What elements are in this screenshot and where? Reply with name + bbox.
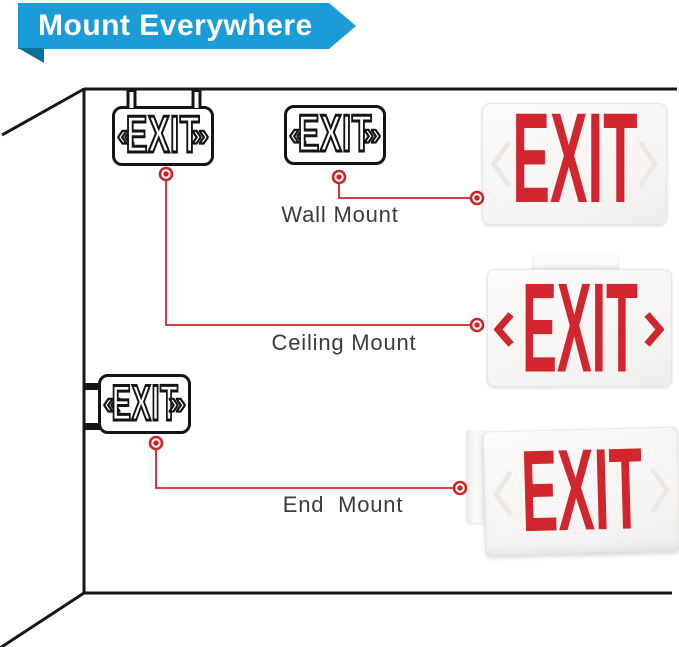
- ceiling-canopy-bracket: [532, 254, 619, 271]
- embossed-chevron-right-icon: [649, 466, 670, 514]
- product-photo-end-mount: EXIT: [482, 422, 679, 557]
- dot-ceiling-sign: [158, 166, 174, 182]
- red-chevron-right-icon: [644, 312, 664, 347]
- product-photo-wall-mount: EXIT: [482, 94, 667, 225]
- chevron-left-icon: «: [116, 116, 136, 153]
- chevron-right-icon: »: [167, 384, 187, 421]
- chevron-right-icon: »: [190, 116, 210, 153]
- banner-ribbon: Mount Everywhere: [18, 3, 356, 49]
- exit-text: EXIT: [511, 86, 638, 230]
- chevron-right-icon: »: [362, 115, 382, 152]
- top-corner-diagonal: [1, 87, 85, 137]
- sketch-sign-wall: « EXIT »: [284, 105, 386, 165]
- wall-connector-line: [338, 177, 477, 199]
- dot-end-sign: [148, 435, 164, 451]
- exit-text: EXIT: [297, 104, 373, 163]
- end-mount-bracket: [466, 430, 487, 523]
- exit-text: EXIT: [110, 375, 178, 431]
- sketch-sign-end: « EXIT »: [98, 374, 191, 434]
- red-chevron-left-icon: [494, 312, 514, 347]
- end-connector-line: [155, 445, 460, 489]
- embossed-chevron-left-icon: [490, 140, 512, 188]
- exit-text: EXIT: [521, 256, 638, 399]
- dot-end-product: [452, 480, 468, 496]
- chevron-left-icon: «: [288, 115, 308, 152]
- embossed-chevron-right-icon: [637, 140, 659, 188]
- dot-wall-sign: [331, 169, 347, 185]
- chevron-left-icon: «: [102, 384, 122, 421]
- ceiling-connector-line: [165, 176, 477, 326]
- dot-ceiling-product: [469, 317, 485, 333]
- exit-text: EXIT: [519, 422, 644, 556]
- banner-title: Mount Everywhere: [38, 9, 313, 42]
- ceiling-mount-label: Ceiling Mount: [271, 330, 417, 355]
- product-photo-ceiling-mount: EXIT: [487, 264, 672, 391]
- embossed-chevron-left-icon: [493, 469, 514, 517]
- banner-fold: [18, 48, 44, 63]
- end-mount-label: End Mount: [282, 492, 404, 517]
- sketch-sign-ceiling: « EXIT »: [112, 106, 214, 166]
- wall-mount-label: Wall Mount: [281, 202, 399, 227]
- exit-text: EXIT: [125, 105, 201, 164]
- bottom-corner-diagonal: [0, 591, 85, 647]
